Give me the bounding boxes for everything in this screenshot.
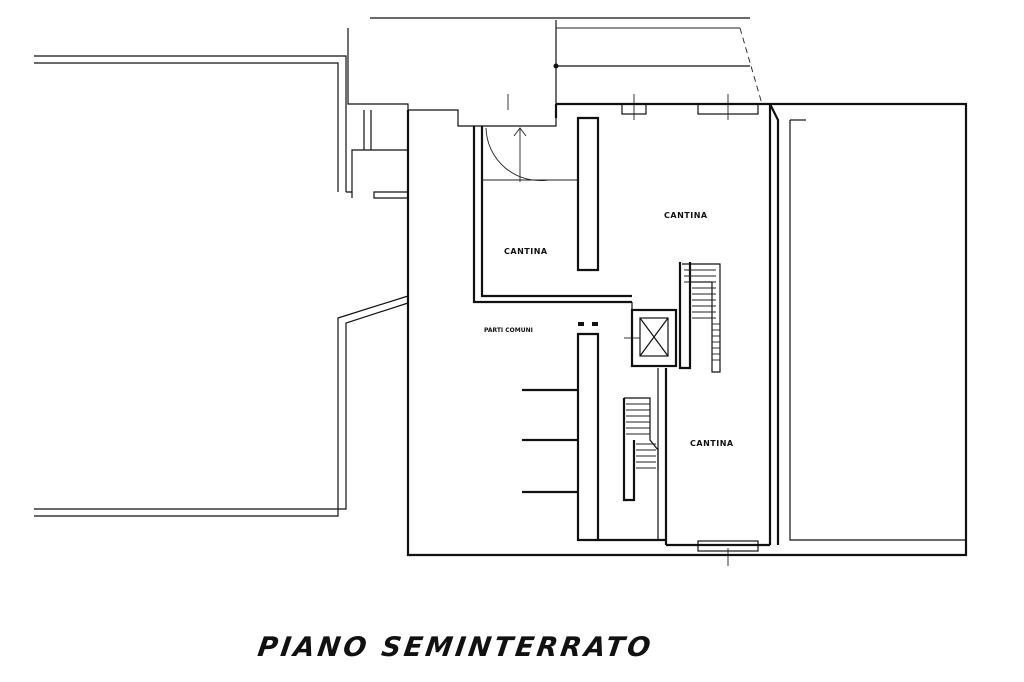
main-walls [406,102,968,557]
staircase-icon [622,397,659,502]
door-swing-icon [485,94,549,182]
bottom-window [697,540,759,566]
entrance-ramp [347,17,763,127]
staircase-icon [678,262,721,373]
elevator-x-icon [624,302,678,368]
top-windows [621,94,759,120]
corridor-markers [578,322,598,326]
common-area-label: PARTI COMUNI [484,327,533,334]
room-label-cantina-top: CANTINA [664,211,708,220]
floor-title: PIANO SEMINTERRATO [255,632,656,663]
left-building-outline [34,55,409,517]
room-label-cantina-left: CANTINA [504,247,548,256]
parking-bay-lines [522,388,578,494]
room-label-cantina-bottom: CANTINA [690,439,734,448]
